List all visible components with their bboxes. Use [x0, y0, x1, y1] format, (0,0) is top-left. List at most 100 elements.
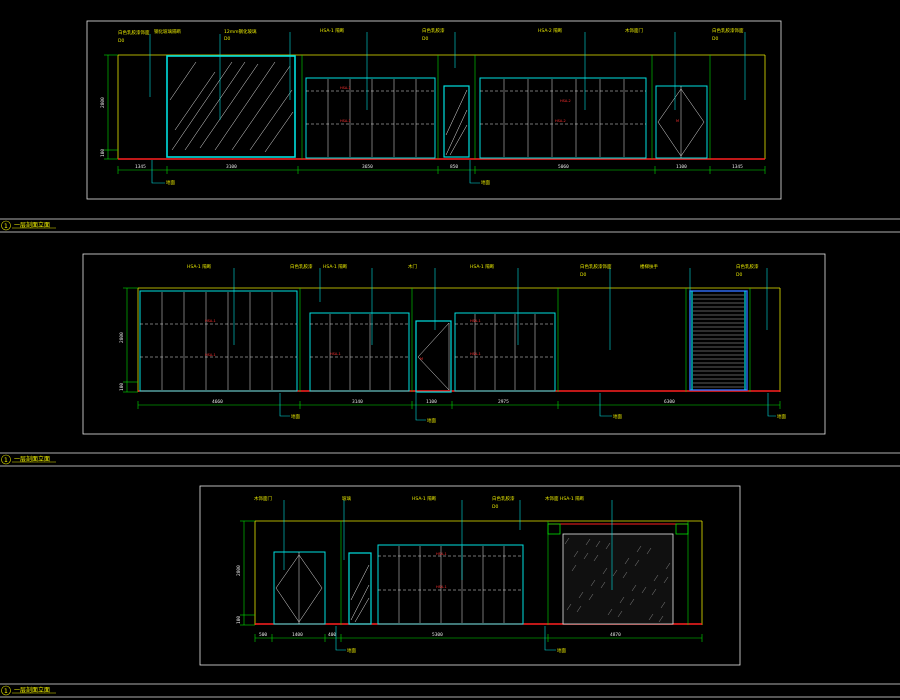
e2-tag-3: HSA-1	[330, 352, 341, 356]
e3-label-2: 玻璃	[342, 495, 351, 502]
elevation-1-red-tags: HSA-1 HSA-1 HSA-2 HSA-2 M	[340, 86, 679, 123]
e2-label-7: 楼梯扶手	[640, 263, 658, 270]
e1-sublabel-1: D0	[118, 38, 124, 44]
hatch-stroke	[660, 601, 666, 609]
e1-width-dim-7: 1345	[732, 164, 743, 170]
e2-section-mark: 1	[4, 457, 8, 464]
hatch-stroke	[629, 598, 635, 606]
e1-title: 一层剖面立面	[14, 221, 50, 229]
e3-label-3: HSA-1 隔断	[412, 495, 437, 502]
e3-title: 一层剖面立面	[14, 686, 50, 694]
door-e2	[415, 320, 452, 393]
e2-title: 一层剖面立面	[14, 455, 50, 463]
e1-section-mark: 1	[4, 223, 8, 230]
hatch-stroke	[665, 562, 671, 570]
hatch-stroke	[602, 567, 608, 575]
elevation-3-structure-lines	[340, 521, 689, 625]
hatch-stroke	[571, 564, 577, 572]
stair-e2	[689, 290, 748, 391]
partition-hsa1-e2-c	[454, 312, 556, 392]
e1-width-dim-4: 850	[450, 164, 458, 170]
e1-label-3: 12mm钢化玻璃	[224, 28, 257, 35]
hatch-stroke	[573, 550, 579, 558]
e1-label-5: 白色乳胶漆	[422, 27, 445, 34]
e2-tag-1: HSA-1	[205, 319, 216, 323]
hatch-stroke	[617, 610, 623, 618]
elevation-1-labels: 白色乳胶漆饰面 钢化玻璃隔断 12mm钢化玻璃 HSA-1 隔断 白色乳胶漆 H…	[118, 27, 744, 44]
hatch-stroke	[663, 576, 669, 584]
hatch-stroke	[631, 584, 637, 592]
e1-width-dim-3: 3650	[362, 164, 373, 170]
e2-floor-tag-1: 地面	[291, 413, 300, 420]
e2-tag-4: HSA-1	[470, 319, 481, 323]
hatch-stroke	[576, 605, 582, 613]
hatch-stroke	[641, 586, 647, 594]
e3-height-dim-2: 100	[236, 616, 242, 624]
e1-floor-tag-1: 地面	[166, 179, 175, 186]
e2-label-4: 木门	[408, 263, 417, 270]
elevation-1-structure-lines	[301, 55, 711, 159]
e1-sublabel-2: D0	[224, 36, 230, 42]
hatch-stroke	[593, 554, 599, 562]
e1-width-dim-6: 1100	[676, 164, 687, 170]
elevation-2-leaders	[233, 268, 768, 350]
e2-width-dim-1: 4660	[212, 399, 223, 405]
elevation-2-red-tags: HSA-1 HSA-1 HSA-1 HSA-1 HSA-1 M	[205, 319, 481, 361]
e3-label-4: 白色乳胶漆	[492, 495, 515, 502]
feature-wall-e3	[547, 523, 689, 625]
hatch-stroke	[585, 538, 591, 546]
hatch-stroke	[600, 581, 606, 589]
hatch-stroke	[622, 571, 628, 579]
hatch-stroke	[653, 574, 659, 582]
e1-label-8: 白色乳胶漆饰面	[712, 27, 744, 34]
e1-label-7: 木饰面门	[625, 27, 643, 34]
elevation-3-red-tags: HSA-1 HSA-1	[436, 552, 447, 589]
e1-sublabel-3: D0	[422, 36, 428, 42]
e2-height-dim-2: 100	[119, 383, 125, 391]
partition-hsa1-e2-a	[139, 290, 298, 392]
e2-width-dim-3: 1100	[426, 399, 437, 405]
elevation-1-leaders	[149, 32, 746, 120]
elevation-3-labels: 木饰面门 玻璃 HSA-1 隔断 白色乳胶漆 木饰面 HSA-1 隔断 D0	[254, 495, 585, 510]
e1-height-dim-2: 100	[100, 149, 106, 157]
e2-tag-6: M	[420, 357, 423, 361]
elevation-2: HSA-1 隔断 白色乳胶漆 HSA-1 隔断 木门 HSA-1 隔断 白色乳胶…	[82, 253, 826, 435]
e3-width-dim-4: 5300	[432, 632, 443, 638]
e1-width-dim-2: 3100	[226, 164, 237, 170]
hatch-stroke	[588, 593, 594, 601]
elevation-2-frame	[82, 253, 826, 435]
hatch-stroke	[646, 547, 652, 555]
e1-width-dim-1: 1345	[135, 164, 146, 170]
e1-label-1: 白色乳胶漆饰面	[118, 29, 150, 36]
e3-width-dim-1: 500	[259, 632, 267, 638]
elevation-2-title-bar: 1 一层剖面立面	[0, 452, 900, 467]
elevation-3: 木饰面门 玻璃 HSA-1 隔断 白色乳胶漆 木饰面 HSA-1 隔断 D0 H…	[199, 485, 741, 666]
e2-label-5: HSA-1 隔断	[470, 263, 495, 270]
e2-label-8: 白色乳胶漆	[736, 263, 759, 270]
elevation-2-width-dims: 4660 3140 1100 2975 6300 地面 地面 地面 地面	[137, 393, 786, 424]
door-e3-double	[273, 551, 326, 625]
e1-height-dim-1: 2800	[100, 97, 106, 108]
elevation-1-width-dims: 1345 3100 3650 850 5060 1100 1345 地面 地面	[117, 160, 766, 186]
elevation-1: 白色乳胶漆饰面 钢化玻璃隔断 12mm钢化玻璃 HSA-1 隔断 白色乳胶漆 H…	[86, 20, 782, 200]
e1-tag-5: M	[676, 119, 679, 123]
hatch-stroke	[658, 615, 664, 623]
e2-tag-5: HSA-1	[470, 352, 481, 356]
e3-width-dim-3: 400	[328, 632, 336, 638]
e2-width-dim-4: 2975	[498, 399, 509, 405]
elevation-1-title-bar: 1 一层剖面立面	[0, 218, 900, 233]
e2-sublabel-2: D0	[736, 272, 742, 278]
e3-sublabel-1: D0	[492, 504, 498, 510]
e3-width-dim-2: 1400	[292, 632, 303, 638]
hatch-stroke	[624, 557, 630, 565]
elevation-3-height-dims: 2800 100	[236, 520, 255, 626]
e1-tag-1: HSA-1	[340, 86, 351, 90]
glass-panel-hatched	[166, 55, 296, 158]
e2-width-dim-2: 3140	[352, 399, 363, 405]
hatch-stroke	[590, 579, 596, 587]
glass-e3-narrow	[348, 552, 372, 625]
e2-label-2: 白色乳胶漆	[290, 263, 313, 270]
e1-label-2: 钢化玻璃隔断	[154, 28, 181, 35]
hatch-stroke	[605, 542, 611, 550]
